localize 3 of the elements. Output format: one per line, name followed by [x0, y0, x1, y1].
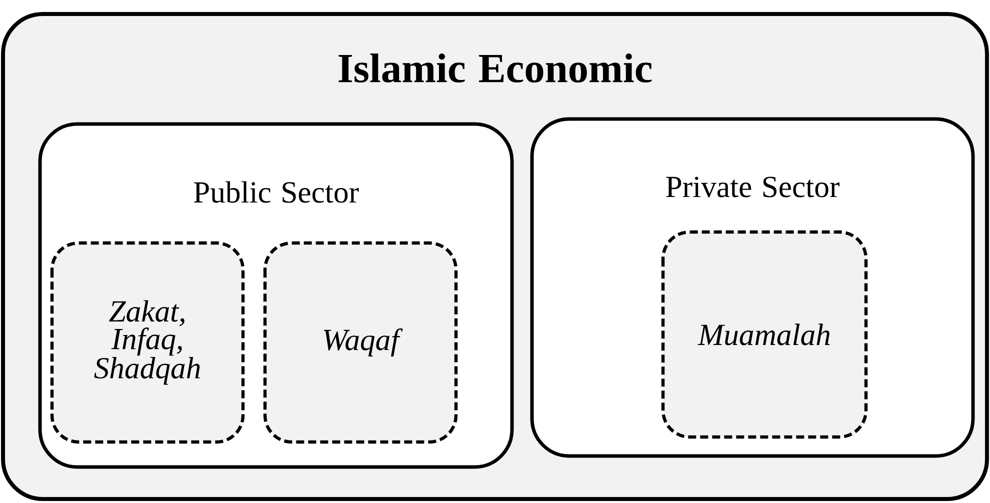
dashed-box: Waqaf: [263, 241, 458, 444]
dashed-box: Zakat, Infaq, Shadqah: [50, 241, 245, 444]
dashed-box: Muamalah: [661, 230, 868, 439]
